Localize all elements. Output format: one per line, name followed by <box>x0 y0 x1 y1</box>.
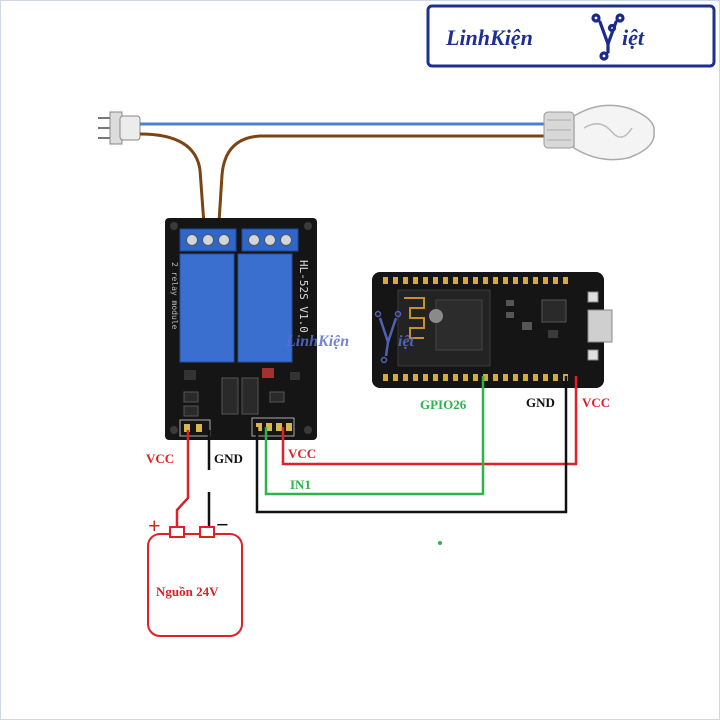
brand-name-part1: LinhKiện <box>445 25 533 50</box>
jdvcc-wire <box>175 430 190 534</box>
relay-terminal-block <box>179 228 299 252</box>
power-supply: + − Nguồn 24V <box>147 512 243 637</box>
in1-wire <box>264 376 485 496</box>
live-wire-lamp <box>216 134 545 239</box>
signal-wires <box>175 376 578 534</box>
relay-1-body <box>179 253 235 363</box>
brand-v-icon <box>591 13 625 61</box>
en-button <box>587 349 599 361</box>
relay-module: HL-52S V1.0 2 relay module <box>165 218 317 440</box>
watermark-part2: iệt <box>398 333 415 350</box>
boot-button <box>587 291 599 303</box>
brand-logo: LinhKiện iệt <box>426 4 716 68</box>
label-gnd-esp: GND <box>526 395 555 410</box>
live-wire-plug <box>139 132 207 239</box>
watermark-part1: LinhKiện <box>285 333 349 350</box>
brand-name-part2: iệt <box>622 25 645 50</box>
stray-dot <box>438 541 442 545</box>
label-vcc-esp: VCC <box>582 395 610 410</box>
input-header <box>251 417 295 437</box>
label-in1: IN1 <box>290 477 311 492</box>
power-supply-label: Nguồn 24V <box>156 584 219 599</box>
relay-model-label: HL-52S V1.0 <box>297 260 310 333</box>
relay-2-body <box>237 253 293 363</box>
esp32-top-pins <box>383 277 568 284</box>
relay-side-label: 2 relay module <box>170 262 179 330</box>
vcc-signal-wire <box>281 376 578 466</box>
minus-sign: − <box>216 512 229 537</box>
ac-circuit <box>98 104 655 239</box>
plug-icon <box>98 111 141 145</box>
plus-sign: + <box>148 513 161 538</box>
label-vcc-relay: VCC <box>288 446 316 461</box>
gnd-signal-wire <box>255 376 568 514</box>
label-vcc-left: VCC <box>146 451 174 466</box>
jd-vcc-header <box>179 419 211 437</box>
lamp-icon <box>543 104 655 161</box>
label-gnd-left: GND <box>214 451 243 466</box>
label-gpio26: GPIO26 <box>420 397 467 412</box>
usb-port <box>587 309 613 343</box>
esp32-board <box>372 272 613 388</box>
watermark-logo: LinhKiện iệt <box>285 310 415 364</box>
